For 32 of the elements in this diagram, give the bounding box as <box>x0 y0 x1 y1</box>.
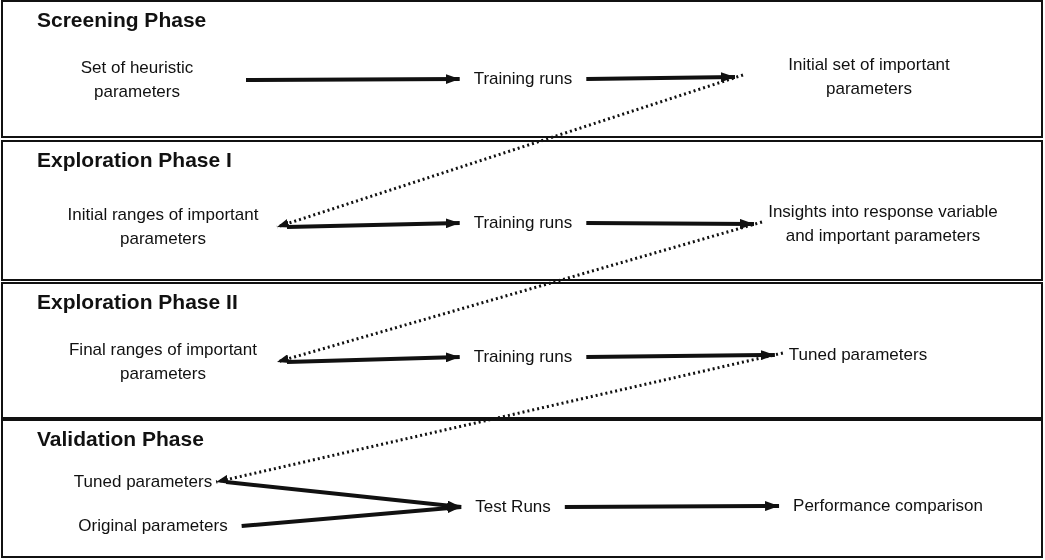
phase-panel <box>1 419 1043 558</box>
phase-panel <box>1 282 1043 419</box>
arrow <box>286 352 460 364</box>
arrow <box>241 503 462 528</box>
step-label: Performance comparison <box>793 494 983 518</box>
arrow <box>586 72 736 83</box>
step-label: Tuned parameters <box>73 470 213 494</box>
step-label: Training runs <box>473 67 573 91</box>
step-label: Insights into response variable and important parameters <box>768 200 998 248</box>
arrow <box>276 220 763 364</box>
arrow <box>246 74 460 85</box>
arrow <box>276 73 744 229</box>
step-label: Set of heuristic parameters <box>42 56 232 104</box>
phase-panel <box>1 140 1043 281</box>
phase-heading: Validation Phase <box>37 427 204 451</box>
arrow <box>586 350 775 361</box>
step-label: Training runs <box>473 211 573 235</box>
phase-heading: Exploration Phase II <box>37 290 238 314</box>
phase-panel <box>1 0 1043 138</box>
step-label: Training runs <box>473 345 573 369</box>
step-label: Test Runs <box>475 495 551 519</box>
step-label: Initial set of important parameters <box>749 53 989 101</box>
arrow <box>215 351 784 484</box>
step-label: Final ranges of important parameters <box>53 338 273 386</box>
arrow <box>286 218 460 229</box>
phase-heading: Exploration Phase I <box>37 148 232 172</box>
arrow <box>586 218 754 229</box>
step-label: Tuned parameters <box>788 343 928 367</box>
arrow <box>564 501 780 512</box>
step-label: Original parameters <box>78 514 228 538</box>
step-label: Initial ranges of important parameters <box>53 203 273 251</box>
phase-heading: Screening Phase <box>37 8 207 32</box>
